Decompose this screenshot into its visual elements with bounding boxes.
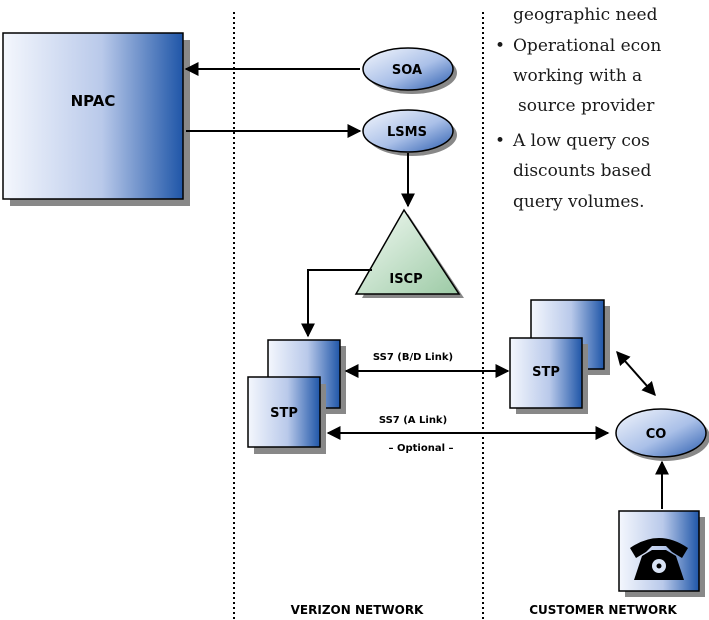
lsms-label: LSMS: [387, 125, 427, 140]
bullet-line: discounts based: [513, 161, 651, 181]
verizon-network-label: VERIZON NETWORK: [291, 603, 424, 617]
stp-customer-stack: STP: [509, 299, 610, 414]
bullet-line: Operational econ: [513, 36, 661, 56]
iscp-label: ISCP: [389, 272, 422, 287]
bullet-line: source provider: [518, 96, 655, 116]
telephone-icon: [630, 538, 688, 580]
bullet-line: query volumes.: [513, 192, 645, 212]
telephone-box: [618, 510, 705, 597]
bullet-marker: •: [495, 131, 505, 151]
soa-label: SOA: [392, 63, 422, 78]
bullet-line: working with a: [513, 66, 642, 86]
co-node: CO: [615, 408, 709, 461]
ss7-bd-link-label: SS7 (B/D Link): [373, 352, 453, 363]
customer-network-label: CUSTOMER NETWORK: [529, 603, 677, 617]
stp-verizon-stack: STP: [247, 339, 346, 454]
stp-verizon-label: STP: [270, 406, 298, 421]
soa-node: SOA: [362, 47, 457, 94]
bullet-line: A low query cos: [512, 131, 650, 151]
bullet-line: geographic need: [513, 5, 658, 25]
npac-box: NPAC: [2, 32, 190, 206]
lsms-node: LSMS: [362, 109, 457, 156]
iscp-to-stp-arrow: [301, 269, 372, 338]
co-label: CO: [646, 427, 667, 442]
optional-label: – Optional –: [389, 443, 454, 454]
stp-customer-label: STP: [532, 365, 560, 380]
stp-co-link: [616, 350, 656, 397]
npac-label: NPAC: [71, 92, 116, 110]
iscp-node: ISCP: [354, 208, 464, 298]
bullet-list: geographic need • Operational econ worki…: [495, 5, 661, 212]
ss7-a-link-label: SS7 (A Link): [379, 415, 447, 426]
bullet-marker: •: [495, 36, 505, 56]
